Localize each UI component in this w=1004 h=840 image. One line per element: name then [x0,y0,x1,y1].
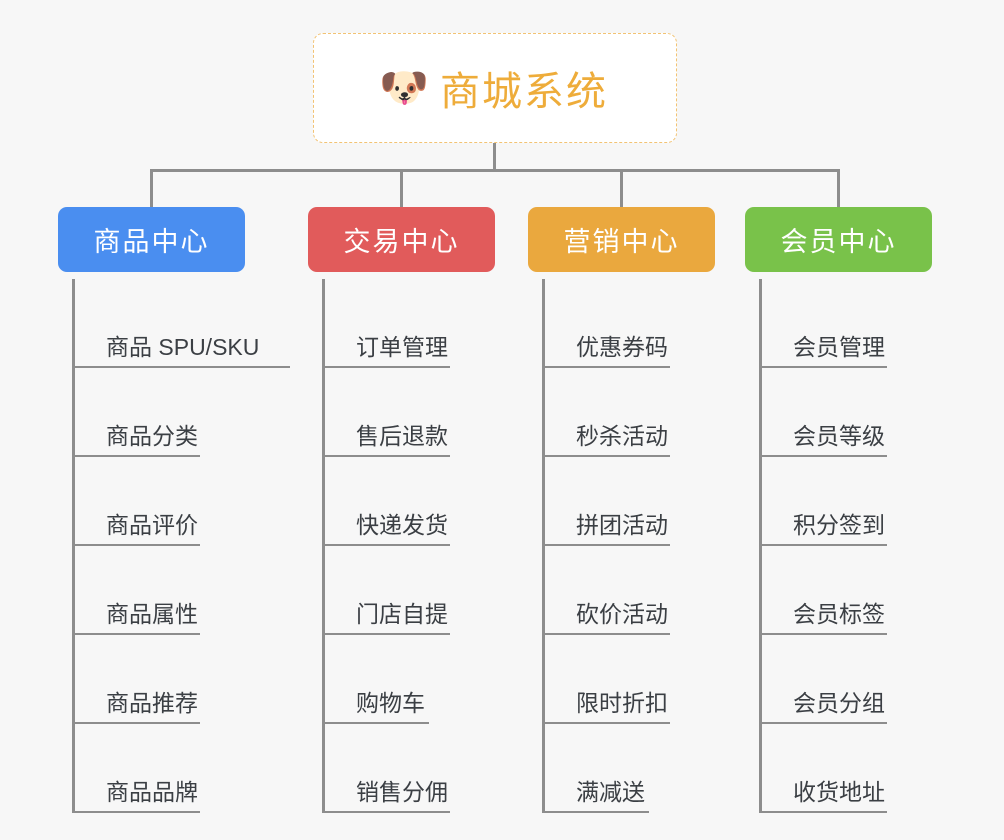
leaf-item[interactable]: 订单管理 [325,279,528,368]
leaf-item[interactable]: 销售分佣 [325,724,528,813]
leaf-item[interactable]: 商品推荐 [75,635,278,724]
leaf-item[interactable]: 商品属性 [75,546,278,635]
column-header-4[interactable]: 会员中心 [745,207,932,272]
leaf-label: 商品品牌 [106,779,198,805]
leaf-label: 积分签到 [793,512,885,538]
leaf-label: 售后退款 [356,423,448,449]
leaf-label: 会员等级 [793,423,885,449]
leaf-underline [545,811,649,813]
connector-drop-3 [620,169,623,209]
root-node[interactable]: 🐶 商城系统 [313,33,677,143]
shiba-dog-icon: 🐶 [379,66,429,110]
leaf-item[interactable]: 限时折扣 [545,635,748,724]
leaf-item[interactable]: 收货地址 [762,724,965,813]
leaf-underline [75,633,200,635]
connector-drop-2 [400,169,403,209]
leaf-underline [762,633,887,635]
leaf-underline [545,633,670,635]
leaf-label: 会员管理 [793,334,885,360]
leaf-label: 商品 SPU/SKU [106,334,260,360]
connector-root-stem [493,143,496,171]
leaf-label: 限时折扣 [576,690,668,716]
leaf-underline [75,722,200,724]
column-2: 交易中心订单管理售后退款快递发货门店自提购物车销售分佣 [308,207,528,813]
leaf-item[interactable]: 商品品牌 [75,724,278,813]
leaf-label: 收货地址 [793,779,885,805]
leaf-label: 门店自提 [356,601,448,627]
leaf-item[interactable]: 优惠券码 [545,279,748,368]
leaf-underline [325,722,429,724]
leaf-item[interactable]: 会员标签 [762,546,965,635]
connector-drop-1 [150,169,153,209]
leaf-item[interactable]: 商品分类 [75,368,278,457]
leaf-item[interactable]: 会员管理 [762,279,965,368]
root-title: 商城系统 [440,70,608,114]
leaf-underline [545,366,670,368]
leaf-label: 商品推荐 [106,690,198,716]
leaf-item[interactable]: 会员分组 [762,635,965,724]
leaf-list-2: 订单管理售后退款快递发货门店自提购物车销售分佣 [322,279,528,813]
leaf-item[interactable]: 商品 SPU/SKU [75,279,290,368]
column-header-3[interactable]: 营销中心 [528,207,715,272]
leaf-item[interactable]: 商品评价 [75,457,278,546]
leaf-label: 购物车 [356,690,425,716]
leaf-underline [325,544,450,546]
leaf-item[interactable]: 拼团活动 [545,457,748,546]
leaf-underline [545,544,670,546]
column-header-1[interactable]: 商品中心 [58,207,245,272]
leaf-item[interactable]: 购物车 [325,635,528,724]
leaf-label: 快递发货 [356,512,448,538]
leaf-item[interactable]: 会员等级 [762,368,965,457]
leaf-list-3: 优惠券码秒杀活动拼团活动砍价活动限时折扣满减送 [542,279,748,813]
leaf-underline [545,722,670,724]
leaf-list-4: 会员管理会员等级积分签到会员标签会员分组收货地址 [759,279,965,813]
leaf-underline [325,633,450,635]
column-header-2[interactable]: 交易中心 [308,207,495,272]
leaf-underline [762,811,887,813]
leaf-label: 满减送 [576,779,645,805]
leaf-item[interactable]: 满减送 [545,724,748,813]
column-3: 营销中心优惠券码秒杀活动拼团活动砍价活动限时折扣满减送 [528,207,748,813]
leaf-underline [325,366,450,368]
leaf-item[interactable]: 砍价活动 [545,546,748,635]
leaf-label: 商品评价 [106,512,198,538]
leaf-underline [762,455,887,457]
leaf-label: 商品属性 [106,601,198,627]
leaf-underline [325,811,450,813]
leaf-item[interactable]: 售后退款 [325,368,528,457]
leaf-underline [545,455,670,457]
connector-horizontal-bar [150,169,840,172]
leaf-underline [762,544,887,546]
leaf-underline [75,366,290,368]
leaf-underline [75,544,200,546]
leaf-underline [75,811,200,813]
connector-drop-4 [837,169,840,209]
leaf-underline [762,722,887,724]
leaf-label: 商品分类 [106,423,198,449]
column-4: 会员中心会员管理会员等级积分签到会员标签会员分组收货地址 [745,207,965,813]
leaf-label: 优惠券码 [576,334,668,360]
leaf-item[interactable]: 门店自提 [325,546,528,635]
leaf-item[interactable]: 秒杀活动 [545,368,748,457]
leaf-label: 会员标签 [793,601,885,627]
leaf-label: 砍价活动 [576,601,668,627]
leaf-item[interactable]: 积分签到 [762,457,965,546]
leaf-item[interactable]: 快递发货 [325,457,528,546]
leaf-underline [75,455,200,457]
leaf-label: 销售分佣 [356,779,448,805]
leaf-label: 订单管理 [356,334,448,360]
leaf-label: 拼团活动 [576,512,668,538]
leaf-list-1: 商品 SPU/SKU 商品分类商品评价商品属性商品推荐商品品牌 [72,279,290,813]
leaf-underline [762,366,887,368]
column-1: 商品中心商品 SPU/SKU 商品分类商品评价商品属性商品推荐商品品牌 [58,207,290,813]
leaf-underline [325,455,450,457]
leaf-label: 秒杀活动 [576,423,668,449]
leaf-label: 会员分组 [793,690,885,716]
